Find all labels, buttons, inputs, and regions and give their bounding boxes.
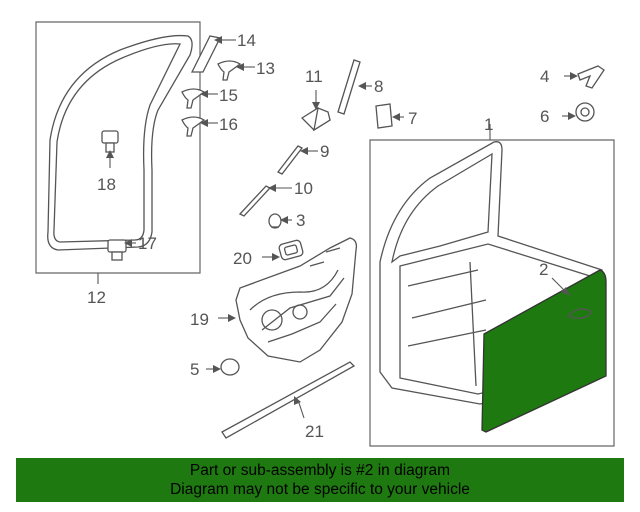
banner-line-1: Part or sub-assembly is #2 in diagram bbox=[189, 462, 451, 479]
callout-14: 14 bbox=[237, 31, 256, 50]
callout-19: 19 bbox=[190, 310, 209, 329]
parts-diagram: 14 13 15 16 18 bbox=[35, 21, 615, 447]
callout-7: 7 bbox=[408, 109, 417, 128]
part-11-pad[interactable] bbox=[300, 107, 332, 132]
part-18-clip[interactable] bbox=[101, 130, 119, 153]
callout-21: 21 bbox=[305, 422, 324, 441]
callout-20: 20 bbox=[233, 249, 252, 268]
part-10-strip[interactable] bbox=[238, 185, 272, 217]
part-4-clip[interactable] bbox=[577, 65, 605, 89]
callout-2: 2 bbox=[539, 260, 548, 279]
part-6-grommet[interactable] bbox=[575, 102, 595, 122]
part-16-clip[interactable] bbox=[181, 116, 206, 137]
info-banner: Part or sub-assembly is #2 in diagram Di… bbox=[16, 458, 624, 502]
callout-18: 18 bbox=[97, 175, 116, 194]
weatherstrip-frame bbox=[35, 21, 201, 274]
part-14-trim[interactable] bbox=[190, 35, 221, 73]
callout-5: 5 bbox=[190, 360, 199, 379]
part-15-clip[interactable] bbox=[181, 88, 206, 109]
weatherstrip-seal[interactable] bbox=[47, 34, 193, 251]
callout-12: 12 bbox=[87, 288, 106, 307]
weatherstrip-group: 14 13 15 16 18 bbox=[35, 21, 275, 307]
door-group: 1 2 bbox=[369, 115, 615, 447]
part-13-clip[interactable] bbox=[217, 60, 242, 81]
callout-16: 16 bbox=[219, 115, 238, 134]
callout-10: 10 bbox=[294, 179, 313, 198]
part-7-bumper[interactable] bbox=[375, 103, 393, 129]
callout-15: 15 bbox=[219, 86, 238, 105]
part-19-regulator[interactable] bbox=[235, 237, 358, 363]
callout-17: 17 bbox=[138, 234, 157, 253]
banner-line-2: Diagram may not be specific to your vehi… bbox=[170, 481, 470, 498]
part-17-clip[interactable] bbox=[107, 239, 127, 261]
part-8-strip[interactable] bbox=[337, 59, 361, 115]
callout-8: 8 bbox=[374, 77, 383, 96]
callout-6: 6 bbox=[540, 107, 549, 126]
part-9-strip[interactable] bbox=[277, 145, 303, 175]
part-21-belt-molding[interactable] bbox=[221, 361, 356, 439]
callout-13: 13 bbox=[256, 59, 275, 78]
callout-3: 3 bbox=[296, 211, 305, 230]
callout-1: 1 bbox=[484, 115, 493, 134]
callout-11: 11 bbox=[305, 67, 323, 86]
part-20-seal[interactable] bbox=[278, 239, 304, 261]
door-frame-box bbox=[369, 139, 615, 447]
callout-9: 9 bbox=[320, 142, 329, 161]
callout-4: 4 bbox=[540, 67, 549, 86]
part-3-bolt[interactable] bbox=[268, 213, 282, 229]
weatherstrip-seal-inner bbox=[53, 43, 181, 243]
part-5-grommet[interactable] bbox=[220, 358, 240, 376]
